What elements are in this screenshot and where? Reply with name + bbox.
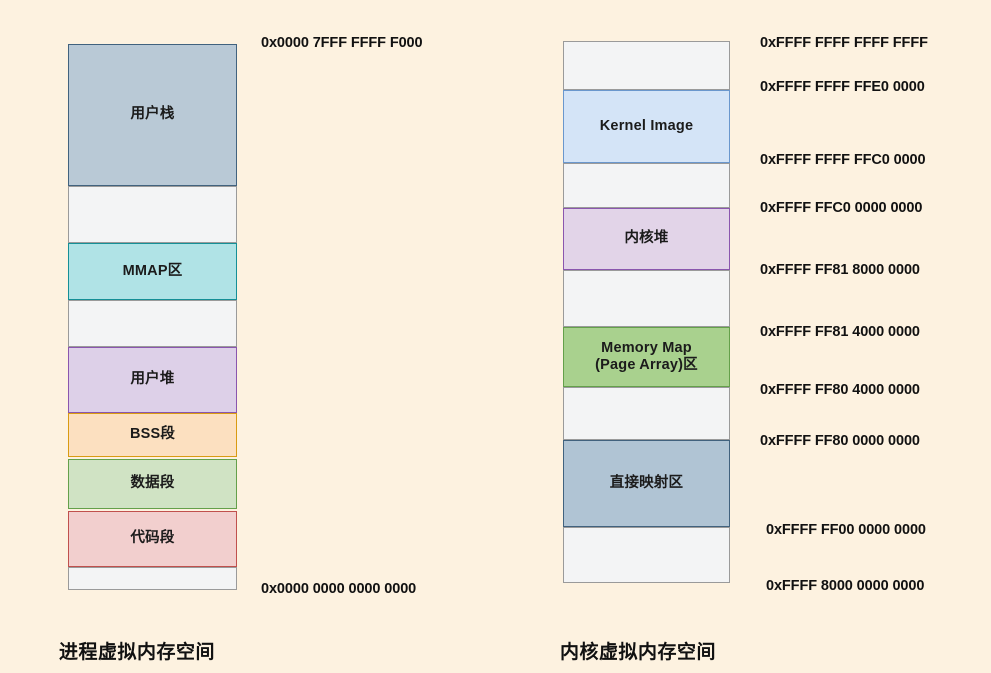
segment-label: Memory Map (Page Array)区 xyxy=(595,339,698,373)
segment-text-segment: 代码段 xyxy=(68,511,237,567)
segment-mmap-area: MMAP区 xyxy=(68,243,237,300)
segment-label: BSS段 xyxy=(129,426,176,443)
segment-label: 内核堆 xyxy=(624,230,669,247)
caption-kernel-space: 内核虚拟内存空间 xyxy=(560,642,717,663)
segment-bss-segment: BSS段 xyxy=(68,413,237,457)
segment-gap-bottom xyxy=(563,527,730,583)
segment-gap-1 xyxy=(563,163,730,208)
segment-label: 代码段 xyxy=(130,530,175,547)
addr-ffff-ff00-0000-0000: 0xFFFF FF00 0000 0000 xyxy=(766,522,926,538)
addr-ffff-ff80-0000-0000: 0xFFFF FF80 0000 0000 xyxy=(760,433,920,449)
segment-label: 用户栈 xyxy=(130,106,175,123)
addr-ffff-8000-0000-0000: 0xFFFF 8000 0000 0000 xyxy=(766,578,925,594)
addr-ffff-ff80-4000-0000: 0xFFFF FF80 4000 0000 xyxy=(760,382,920,398)
segment-kernel-image: Kernel Image xyxy=(563,90,730,163)
addr-ffff-ff81-8000-0000: 0xFFFF FF81 8000 0000 xyxy=(760,262,920,278)
addr-ffff-ffff-ffff-ffff: 0xFFFF FFFF FFFF FFFF xyxy=(760,35,928,51)
segment-gap-3 xyxy=(563,387,730,440)
segment-data-segment: 数据段 xyxy=(68,459,237,509)
segment-gap-2 xyxy=(563,270,730,327)
addr-stack-top: 0x0000 7FFF FFFF F000 xyxy=(261,35,423,51)
addr-ffff-ff81-4000-0000: 0xFFFF FF81 4000 0000 xyxy=(760,324,920,340)
memory-column-process-virtual-memory: 用户栈 MMAP区用户堆 BSS段数据段代码段 xyxy=(68,0,237,673)
segment-direct-map-area: 直接映射区 xyxy=(563,440,730,527)
segment-kernel-heap: 内核堆 xyxy=(563,208,730,270)
segment-label: Kernel Image xyxy=(599,117,694,134)
addr-ffff-ffc0-0000-0000: 0xFFFF FFC0 0000 0000 xyxy=(760,200,923,216)
memory-column-kernel-virtual-memory: Kernel Image 内核堆 Memory Map (Page Array)区直… xyxy=(563,0,730,673)
segment-gap-3 xyxy=(68,567,237,590)
addr-ffff-ffff-ffc0-0000: 0xFFFF FFFF FFC0 0000 xyxy=(760,152,926,168)
segment-gap-1 xyxy=(68,186,237,243)
caption-process-space: 进程虚拟内存空间 xyxy=(59,642,216,663)
segment-label: 直接映射区 xyxy=(609,474,684,491)
addr-zero: 0x0000 0000 0000 0000 xyxy=(261,581,417,597)
addr-ffff-ffff-ffe0-0000: 0xFFFF FFFF FFE0 0000 xyxy=(760,79,925,95)
segment-label: 数据段 xyxy=(130,475,175,492)
segment-label: MMAP区 xyxy=(122,262,183,279)
segment-memory-map-area: Memory Map (Page Array)区 xyxy=(563,327,730,387)
segment-gap-2 xyxy=(68,300,237,347)
segment-label: 用户堆 xyxy=(130,371,175,388)
segment-user-stack: 用户栈 xyxy=(68,44,237,186)
segment-user-heap: 用户堆 xyxy=(68,347,237,413)
segment-gap-top xyxy=(563,41,730,90)
